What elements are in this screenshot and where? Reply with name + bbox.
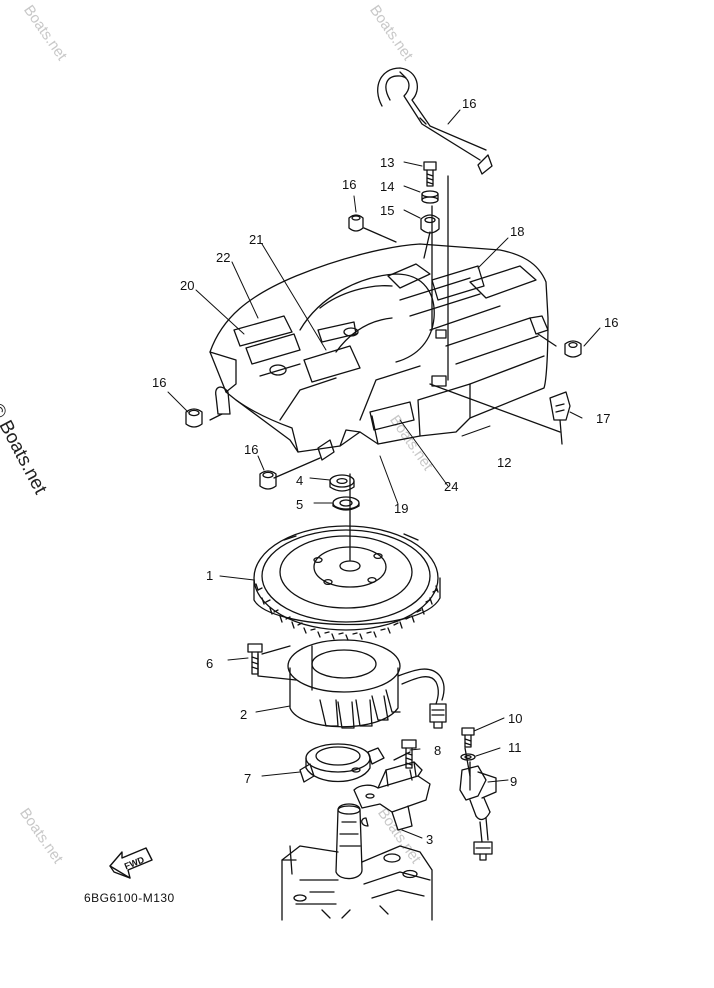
washer-part-11 <box>460 753 476 761</box>
diagram-code: 6BG6100-M130 <box>84 891 175 905</box>
callout-24: 24 <box>444 479 459 494</box>
callout-16: 16 <box>152 375 167 390</box>
callout-8: 8 <box>434 743 442 758</box>
callout-leaders <box>167 109 601 839</box>
callout-1: 1 <box>206 568 214 583</box>
callout-21: 20 <box>180 278 195 293</box>
callout-5: 5 <box>296 497 304 512</box>
hose-part-18 <box>377 67 493 175</box>
callout-13: 13 <box>380 155 395 170</box>
flywheel-part-1 <box>253 525 441 641</box>
callout-22: 21 <box>249 232 264 247</box>
callout-23: 22 <box>216 250 231 265</box>
callout-18: 16 <box>462 96 477 111</box>
callout-12: 12 <box>497 455 512 470</box>
callout-4: 4 <box>296 473 304 488</box>
callout-16: 16 <box>342 177 357 192</box>
grommet-part-15 <box>420 214 440 234</box>
callout-17: 17 <box>596 411 611 426</box>
fwd-arrow-icon <box>109 847 153 879</box>
callout-2: 2 <box>240 707 248 722</box>
bracket-part-3 <box>353 761 431 831</box>
callout-10: 10 <box>508 711 523 726</box>
base-plate-part-7 <box>299 743 385 783</box>
washer-part-5 <box>332 496 360 511</box>
callout-11: 11 <box>508 740 522 755</box>
bolt-part-6 <box>247 643 263 675</box>
collar-part-14 <box>421 190 439 204</box>
callout-15: 15 <box>380 203 395 218</box>
callout-20: 19 <box>394 501 409 516</box>
callout-9: 9 <box>510 774 518 789</box>
grommet-part-16 <box>348 214 364 232</box>
callout-16: 16 <box>604 315 619 330</box>
grommet-part-16 <box>564 340 582 358</box>
callout-16: 16 <box>244 442 259 457</box>
leader-lines <box>209 175 563 791</box>
callout-3: 3 <box>426 832 434 847</box>
powerhead-crankcase <box>281 803 433 921</box>
stator-part-2 <box>287 639 447 729</box>
grommet-part-16 <box>185 408 203 428</box>
callout-7: 7 <box>244 771 252 786</box>
grommet-part-16 <box>259 470 277 490</box>
bolt-part-13 <box>423 161 437 187</box>
connector-part-17 <box>549 391 571 421</box>
callout-19: 18 <box>510 224 525 239</box>
flywheel-cover-part-12 <box>209 243 549 461</box>
bolt-part-10 <box>461 727 475 748</box>
nut-part-4 <box>329 474 355 492</box>
callout-6: 6 <box>206 656 214 671</box>
callout-14: 14 <box>380 179 395 194</box>
sensor-part-9 <box>459 765 497 861</box>
